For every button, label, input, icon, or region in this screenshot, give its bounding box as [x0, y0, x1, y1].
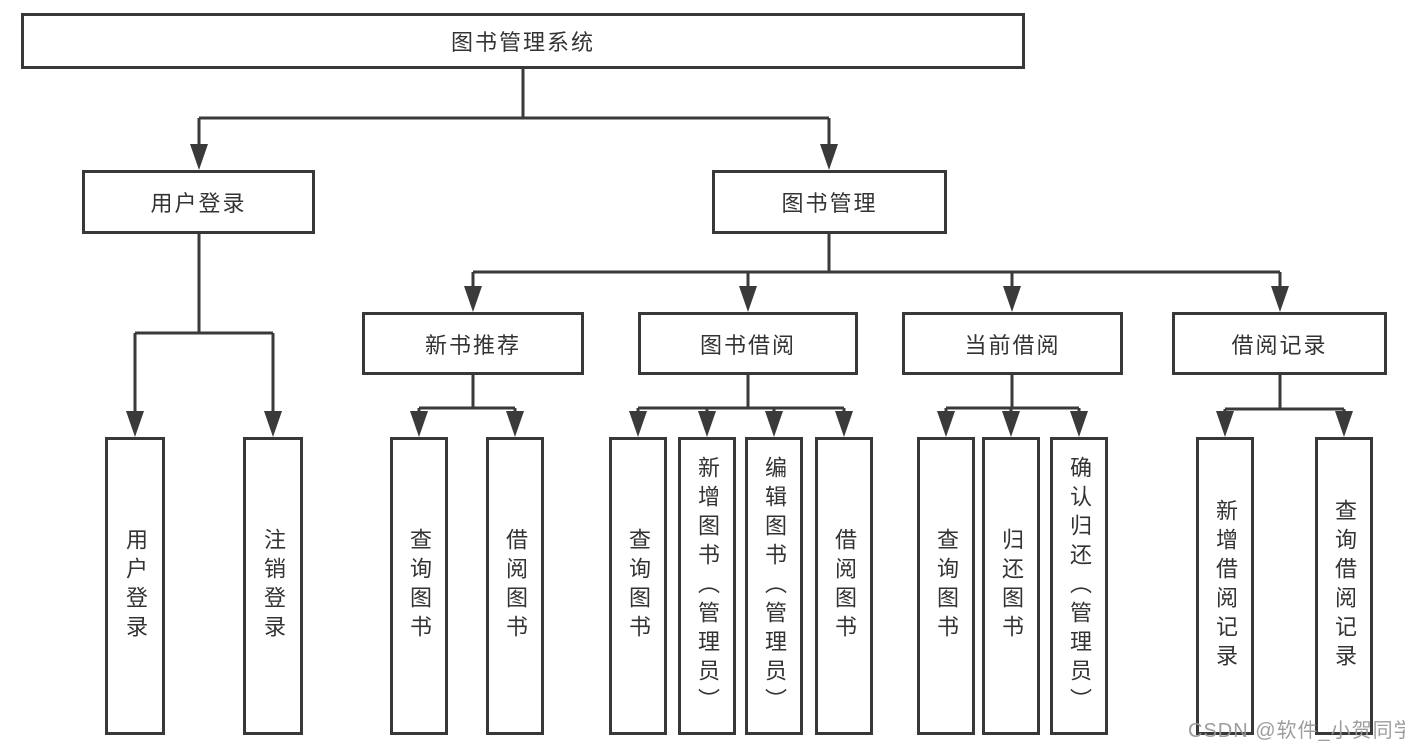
node-new-book-recommend: 新书推荐 — [362, 312, 584, 375]
node-book-borrow-label: 图书借阅 — [699, 332, 796, 358]
leaf-logout-label: 注销登录 — [261, 528, 286, 644]
leaf-borrow-books-recommend: 借阅图书 — [486, 437, 544, 735]
arrowhead — [464, 286, 482, 312]
arrowhead — [739, 286, 757, 312]
leaf-add-books-admin-label: 新增图书（管理员） — [695, 455, 720, 717]
leaf-return-books-label: 归还图书 — [999, 528, 1024, 644]
node-root: 图书管理系统 — [21, 13, 1025, 69]
connector-book-management-to-level3 — [464, 234, 1289, 312]
leaf-borrow-books: 借阅图书 — [815, 437, 873, 735]
arrowhead — [1003, 286, 1021, 312]
node-root-label: 图书管理系统 — [450, 30, 595, 55]
connector-new-book-recommend-to-leaves — [410, 375, 524, 437]
arrowhead — [629, 411, 647, 437]
node-borrow-records: 借阅记录 — [1172, 312, 1387, 375]
leaf-query-books-current-label: 查询图书 — [934, 528, 959, 644]
leaf-confirm-return-admin-label: 确认归还（管理员） — [1067, 455, 1092, 717]
arrowhead — [765, 411, 783, 437]
leaf-query-books-borrow-label: 查询图书 — [626, 528, 651, 644]
connector-book-borrow-to-leaves — [629, 375, 853, 437]
leaf-edit-books-admin-label: 编辑图书（管理员） — [762, 455, 787, 717]
node-book-management-label: 图书管理 — [781, 191, 878, 216]
arrowhead — [1335, 411, 1353, 437]
leaf-add-borrow-record: 新增借阅记录 — [1196, 437, 1254, 735]
arrowhead — [264, 411, 282, 437]
leaf-confirm-return-admin: 确认归还（管理员） — [1050, 437, 1108, 735]
leaf-user-login: 用户登录 — [105, 437, 165, 735]
node-current-borrow: 当前借阅 — [902, 312, 1123, 375]
leaf-logout: 注销登录 — [243, 437, 303, 735]
arrowhead — [820, 144, 838, 170]
arrowhead — [506, 411, 524, 437]
arrowhead — [410, 411, 428, 437]
leaf-borrow-books-recommend-label: 借阅图书 — [503, 528, 528, 644]
node-user-login-label: 用户登录 — [150, 191, 247, 216]
leaf-query-books-recommend: 查询图书 — [390, 437, 448, 735]
watermark: CSDN @软件_小贺同学 — [1188, 720, 1405, 742]
leaf-add-borrow-record-label: 新增借阅记录 — [1213, 499, 1238, 673]
arrowhead — [1002, 411, 1020, 437]
connector-user-login-to-leaves — [126, 234, 282, 437]
arrowhead — [1070, 411, 1088, 437]
arrowhead — [698, 411, 716, 437]
arrowhead — [126, 411, 144, 437]
connector-root-to-level2 — [190, 69, 838, 170]
leaf-add-books-admin: 新增图书（管理员） — [678, 437, 736, 735]
node-book-management: 图书管理 — [712, 170, 947, 234]
node-new-book-recommend-label: 新书推荐 — [424, 332, 521, 358]
node-current-borrow-label: 当前借阅 — [964, 332, 1061, 358]
leaf-query-books-current: 查询图书 — [917, 437, 975, 735]
leaf-borrow-books-label: 借阅图书 — [832, 528, 857, 644]
leaf-query-books-borrow: 查询图书 — [609, 437, 667, 735]
leaf-query-books-recommend-label: 查询图书 — [407, 528, 432, 644]
leaf-query-borrow-record: 查询借阅记录 — [1315, 437, 1373, 735]
arrowhead — [1271, 286, 1289, 312]
leaf-edit-books-admin: 编辑图书（管理员） — [745, 437, 803, 735]
arrowhead — [190, 144, 208, 170]
node-book-borrow: 图书借阅 — [638, 312, 858, 375]
arrowhead — [1216, 411, 1234, 437]
node-borrow-records-label: 借阅记录 — [1231, 332, 1328, 358]
arrowhead — [835, 411, 853, 437]
arrowhead — [937, 411, 955, 437]
leaf-query-borrow-record-label: 查询借阅记录 — [1332, 499, 1357, 673]
node-user-login: 用户登录 — [82, 170, 315, 234]
leaf-return-books: 归还图书 — [982, 437, 1040, 735]
leaf-user-login-label: 用户登录 — [123, 528, 148, 644]
connector-borrow-records-to-leaves — [1216, 375, 1353, 437]
connector-current-borrow-to-leaves — [937, 375, 1088, 437]
